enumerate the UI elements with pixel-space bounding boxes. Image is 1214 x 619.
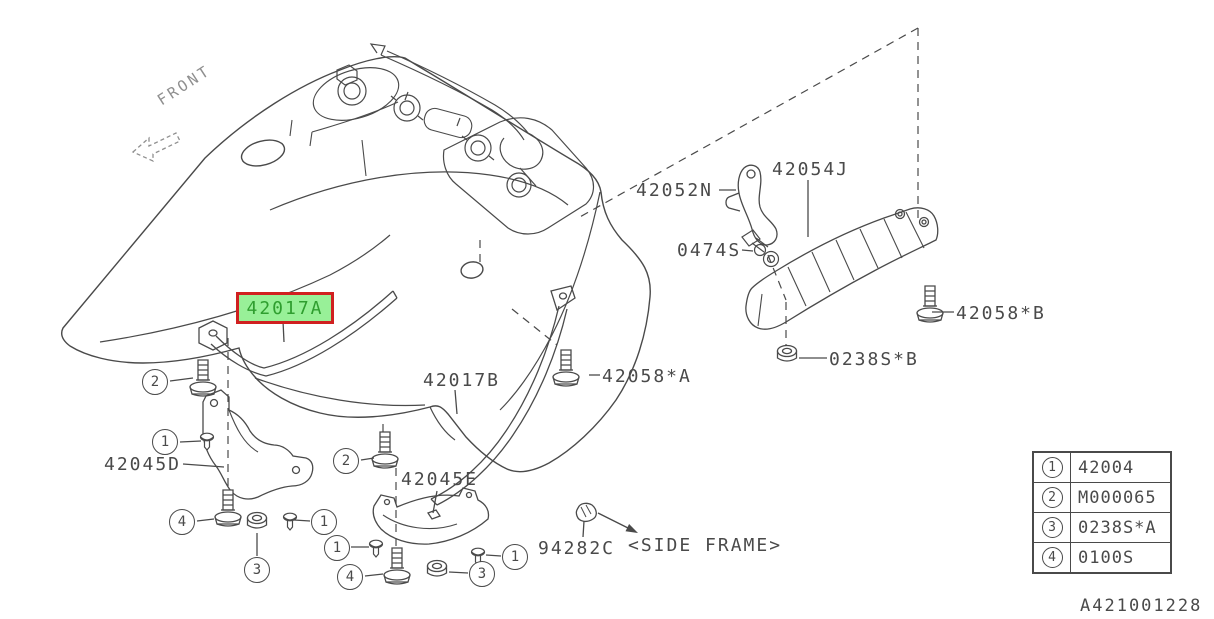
callout-4-left: 4 [169, 509, 195, 535]
legend-callout-1: 1 [1041, 457, 1063, 478]
clip-94282c-drawing [575, 502, 597, 523]
vent-pipe-drawing [369, 43, 544, 187]
bolt-0474s-drawing [741, 229, 780, 268]
callout-4-mid: 4 [337, 564, 363, 590]
diagram-code: A421001228 [1080, 596, 1203, 616]
part-label-94282c[interactable]: 94282C [538, 538, 616, 559]
part-label-42017a-highlighted[interactable]: 42017A [236, 292, 334, 324]
callout-1-mid-left: 1 [324, 535, 350, 561]
part-label-42058b[interactable]: 42058*B [956, 303, 1046, 324]
callout-1-mid-right: 1 [502, 544, 528, 570]
part-label-42017b[interactable]: 42017B [423, 370, 501, 391]
legend-callout-2: 2 [1041, 487, 1063, 508]
callout-2-left: 2 [142, 369, 168, 395]
protector-42045d-drawing [202, 389, 314, 500]
side-frame-note: <SIDE FRAME> [628, 535, 783, 556]
part-label-42058a[interactable]: 42058*A [602, 366, 692, 387]
strap-42017a-drawing [198, 290, 398, 377]
callout-2-mid: 2 [333, 448, 359, 474]
legend-callout-3: 3 [1041, 517, 1063, 538]
legend-part-m000065[interactable]: M000065 [1078, 487, 1157, 508]
fuel-pump-rings [336, 64, 532, 198]
bracket-42052n-drawing [725, 164, 778, 246]
legend-part-0238sa[interactable]: 0238S*A [1078, 517, 1157, 538]
part-label-42045e[interactable]: 42045E [401, 469, 479, 490]
fuel-tank-drawing [61, 43, 651, 473]
legend-row: 3 0238S*A [1034, 512, 1170, 542]
protector-42045e-drawing [372, 487, 490, 545]
legend-table: 1 42004 2 M000065 3 0238S*A 4 0100S [1032, 451, 1172, 574]
callout-3-left: 3 [244, 557, 270, 583]
leader-lines [169, 180, 954, 577]
legend-row: 2 M000065 [1034, 482, 1170, 512]
front-arrow-icon [131, 132, 181, 163]
part-label-0474s[interactable]: 0474S [677, 240, 742, 261]
part-label-42054j[interactable]: 42054J [772, 159, 850, 180]
heat-shield-42054j-drawing [745, 207, 939, 330]
legend-part-42004[interactable]: 42004 [1078, 457, 1135, 478]
legend-part-0100s[interactable]: 0100S [1078, 547, 1135, 568]
part-label-0238sb[interactable]: 0238S*B [829, 349, 919, 370]
callout-3-mid: 3 [469, 561, 495, 587]
legend-row: 4 0100S [1034, 542, 1170, 572]
legend-callout-4: 4 [1041, 547, 1063, 568]
callout-1-left-right: 1 [311, 509, 337, 535]
part-label-42045d[interactable]: 42045D [104, 454, 182, 475]
part-label-42052n[interactable]: 42052N [636, 180, 714, 201]
callout-1-left-top: 1 [152, 429, 178, 455]
side-frame-arrow [597, 512, 638, 533]
legend-row: 1 42004 [1034, 453, 1170, 482]
